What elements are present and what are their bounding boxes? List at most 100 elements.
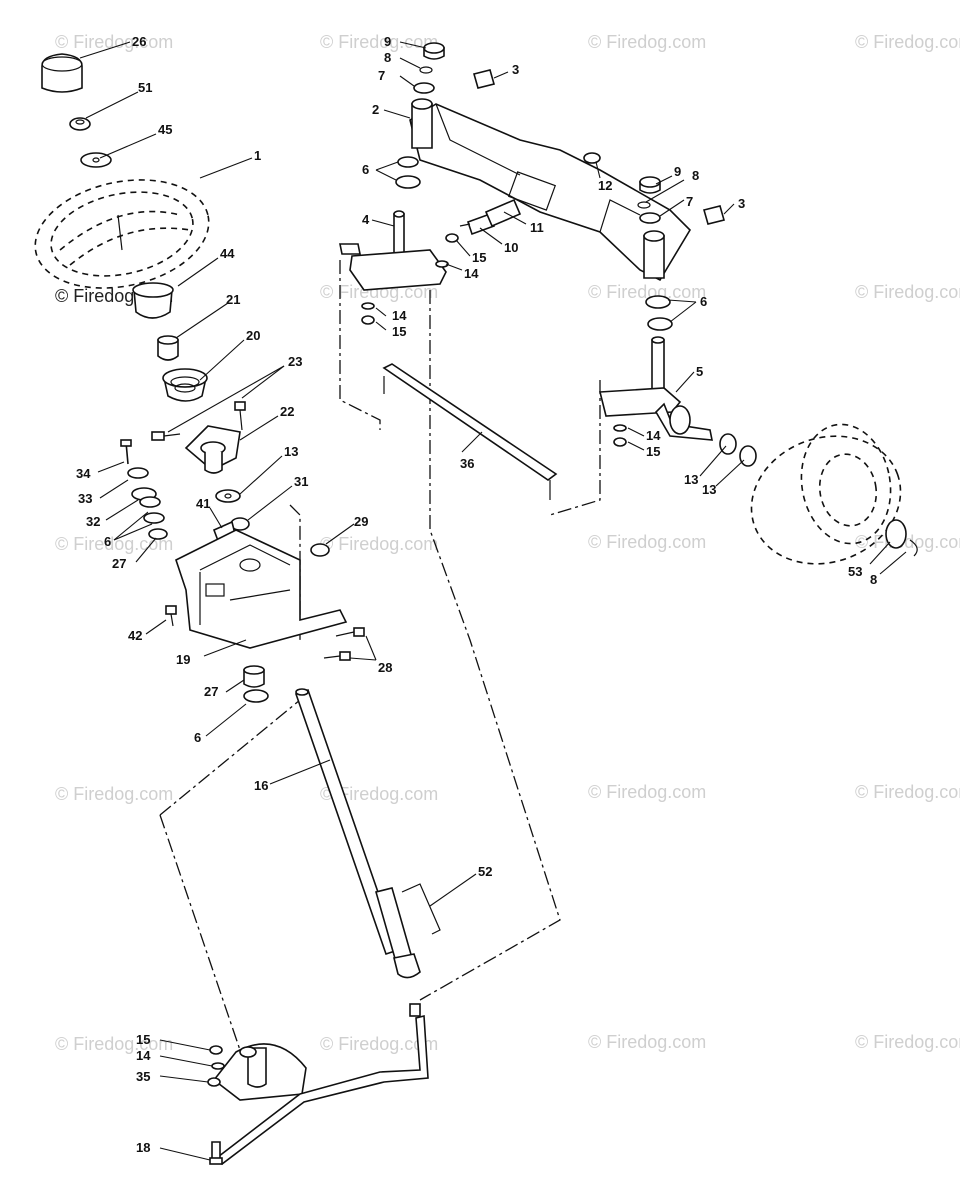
callout-51: 51 [138, 80, 152, 95]
caps-9 [423, 42, 661, 194]
callout-13: 13 [284, 444, 298, 459]
wheel-washer-53-clip-8 [885, 519, 918, 557]
bolt-28 [323, 627, 365, 661]
callout-2: 2 [372, 102, 379, 117]
callout-14-left: 14 [392, 308, 407, 323]
steering-wheel-nut [69, 117, 91, 131]
washer-stack-left [120, 439, 168, 540]
watermark: © Firedog.com [55, 32, 173, 52]
callout-8-wheel: 8 [870, 572, 877, 587]
tie-rod-36 [382, 363, 558, 500]
callout-31: 31 [294, 474, 308, 489]
callout-18: 18 [136, 1140, 150, 1155]
callout-3: 3 [512, 62, 519, 77]
assembly-lines [159, 260, 601, 1051]
bushing-11 [484, 198, 522, 228]
callout-42: 42 [128, 628, 142, 643]
callout-6-right: 6 [700, 294, 707, 309]
washer-6-lower [243, 689, 269, 703]
callout-6-lower: 6 [194, 730, 201, 745]
callout-9-right: 9 [674, 164, 681, 179]
callout-4: 4 [362, 212, 370, 227]
callout-15-bottom: 15 [136, 1032, 150, 1047]
callout-27: 27 [112, 556, 126, 571]
bolt-18 [209, 1141, 223, 1165]
callout-29: 29 [354, 514, 368, 529]
callout-20: 20 [246, 328, 260, 343]
spring-clip-52 [401, 883, 441, 935]
callout-52: 52 [478, 864, 492, 879]
watermark: © Firedog.com [855, 32, 960, 52]
callout-labels: 26 51 45 1 44 21 20 23 22 13 31 29 34 33… [76, 34, 877, 1155]
callout-36: 36 [460, 456, 474, 471]
callout-14-right: 14 [646, 428, 661, 443]
steering-wheel-cap [41, 53, 83, 93]
callout-6: 6 [104, 534, 111, 549]
steering-shaft-bushing [157, 335, 179, 361]
spindle-left-4 [339, 210, 447, 291]
callout-27-lower: 27 [204, 684, 218, 699]
watermark: © Firedog.com [320, 32, 438, 52]
bushing-27-lower [243, 665, 265, 688]
grease-fittings-3 [473, 69, 725, 225]
callout-16: 16 [254, 778, 268, 793]
callout-53: 53 [848, 564, 862, 579]
sector-gear [212, 1043, 307, 1101]
callout-45: 45 [158, 122, 172, 137]
steering-shaft [294, 688, 421, 979]
steering-support-bracket [175, 529, 348, 649]
washer-13-left [215, 489, 241, 503]
callout-15-left: 15 [392, 324, 406, 339]
callout-7-right: 7 [686, 194, 693, 209]
washers-6-axle [395, 156, 673, 331]
callout-14-axle: 14 [464, 266, 479, 281]
watermark: © Firedog.com [588, 282, 706, 302]
callout-28: 28 [378, 660, 392, 675]
leader-lines [79, 41, 907, 1161]
callout-44: 44 [220, 246, 235, 261]
callout-35: 35 [136, 1069, 150, 1084]
spindle-right-5 [598, 336, 713, 441]
callout-11: 11 [530, 220, 544, 235]
bolt-42 [165, 605, 177, 627]
callout-8: 8 [384, 50, 391, 65]
callout-1: 1 [254, 148, 261, 163]
callout-21: 21 [226, 292, 240, 307]
callout-32: 32 [86, 514, 100, 529]
callout-8-right: 8 [692, 168, 699, 183]
callout-7: 7 [378, 68, 385, 83]
watermark: © Firedog.com [55, 534, 173, 554]
clips-8 [419, 66, 651, 209]
callout-15-axle: 15 [472, 250, 486, 265]
callout-15-right: 15 [646, 444, 660, 459]
steering-wheel [34, 179, 210, 289]
callout-9: 9 [384, 34, 391, 49]
axle-pivot-tube [411, 98, 665, 279]
nut-12 [583, 152, 601, 164]
watermark: © Firedog.com [320, 1034, 438, 1054]
watermark: © Firedog.com [855, 782, 960, 802]
callout-22: 22 [280, 404, 294, 419]
steering-bearing-plate [184, 425, 241, 474]
front-axle [409, 103, 692, 282]
callout-34: 34 [76, 466, 91, 481]
watermark: © Firedog.com [55, 1034, 173, 1054]
washers-7 [413, 82, 661, 224]
watermark: © Firedog.com [855, 1032, 960, 1052]
callout-3-right: 3 [738, 196, 745, 211]
callout-19: 19 [176, 652, 190, 667]
callout-12: 12 [598, 178, 612, 193]
watermark: © Firedog.com [588, 1032, 706, 1052]
callout-41: 41 [196, 496, 210, 511]
steering-adapter [132, 282, 174, 319]
watermark: © Firedog.com [320, 534, 438, 554]
watermark: © Firedog.com [588, 782, 706, 802]
steering-boot [162, 368, 208, 402]
washers-13-right [719, 433, 757, 467]
watermark: © Firedog.com [855, 532, 960, 552]
front-wheel [750, 423, 902, 565]
callout-26: 26 [132, 34, 146, 49]
nuts-15-washers-14-axle [361, 233, 627, 447]
callout-23: 23 [288, 354, 302, 369]
